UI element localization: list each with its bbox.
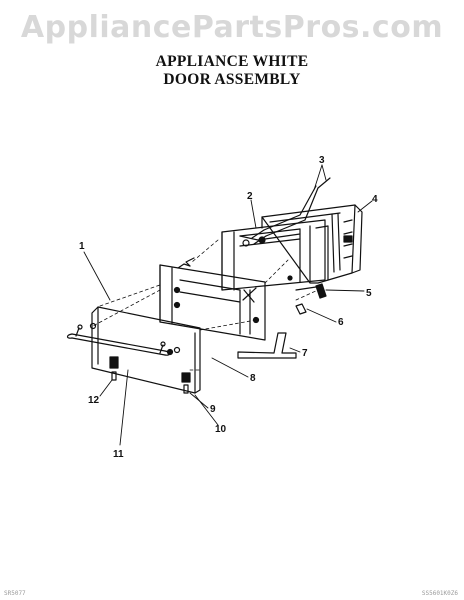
part-12-clip <box>109 356 119 381</box>
part-9-10-fastener <box>181 372 191 394</box>
callout-6: 6 <box>338 317 344 328</box>
part-6-roller <box>295 303 307 315</box>
part-4-rear-box <box>261 204 363 284</box>
callout-1: 1 <box>79 241 85 252</box>
footer-code-left: SR5077 <box>4 590 26 597</box>
callout-8: 8 <box>250 373 256 384</box>
part-11-handle <box>66 324 171 356</box>
part-1-mounting-frame <box>159 257 266 341</box>
callout-10: 10 <box>215 424 227 435</box>
diagram-title-line-2: DOOR ASSEMBLY <box>163 71 301 88</box>
part-3-rods <box>251 177 331 245</box>
leader-lines <box>83 164 373 446</box>
callout-5: 5 <box>366 288 372 299</box>
part-7-slide-rails <box>237 332 297 359</box>
diagram-title-line-1: APPLIANCE WHITE <box>155 53 309 70</box>
callout-3: 3 <box>319 155 325 166</box>
callout-11: 11 <box>113 449 124 460</box>
callout-7: 7 <box>302 348 308 359</box>
part-8-screw <box>166 348 174 356</box>
callout-9: 9 <box>210 404 216 415</box>
part-1-door-panel <box>89 306 201 394</box>
callout-4: 4 <box>372 194 378 205</box>
part-5-pin <box>287 275 327 299</box>
footer-code-right: SS5601K0Z6 <box>421 590 458 597</box>
alignment-lines <box>92 239 319 371</box>
watermark: AppliancePartsPros.com <box>20 10 444 45</box>
part-2-bracket-housing <box>221 219 329 291</box>
callout-12: 12 <box>88 395 100 406</box>
callout-2: 2 <box>247 191 253 202</box>
